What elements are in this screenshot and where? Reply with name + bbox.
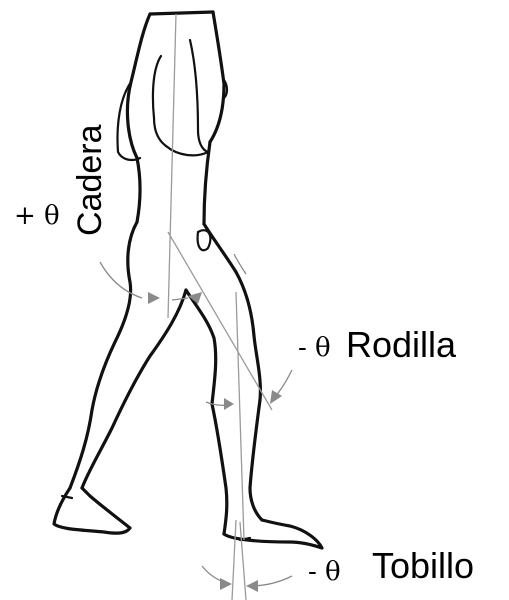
foot-axis-line (240, 522, 246, 600)
ankle-angle-label: - θ (308, 557, 341, 587)
hip-angle-label: + θ (14, 201, 60, 231)
hip-angle-arc (100, 262, 142, 298)
ankle-arrow-icon-2 (246, 580, 258, 592)
hip-label: Cadera (71, 124, 109, 236)
human-figure (54, 12, 322, 548)
shank-axis-line (236, 292, 244, 540)
knee-angle-label: - θ (298, 333, 331, 363)
knee-arrow-icon (224, 398, 234, 410)
joint-labels: Cadera + θ - θ Rodilla - θ Tobillo (14, 124, 474, 587)
knee-arrow-icon-2 (270, 390, 282, 404)
ankle-arrow-icon (220, 578, 232, 590)
knee-label: Rodilla (346, 324, 457, 365)
trunk-axis-line (168, 14, 176, 318)
ankle-label: Tobillo (372, 545, 474, 586)
thigh-axis-line (168, 232, 272, 410)
hip-arrow-icon (148, 292, 160, 304)
ankle-vertical-line (232, 520, 236, 600)
